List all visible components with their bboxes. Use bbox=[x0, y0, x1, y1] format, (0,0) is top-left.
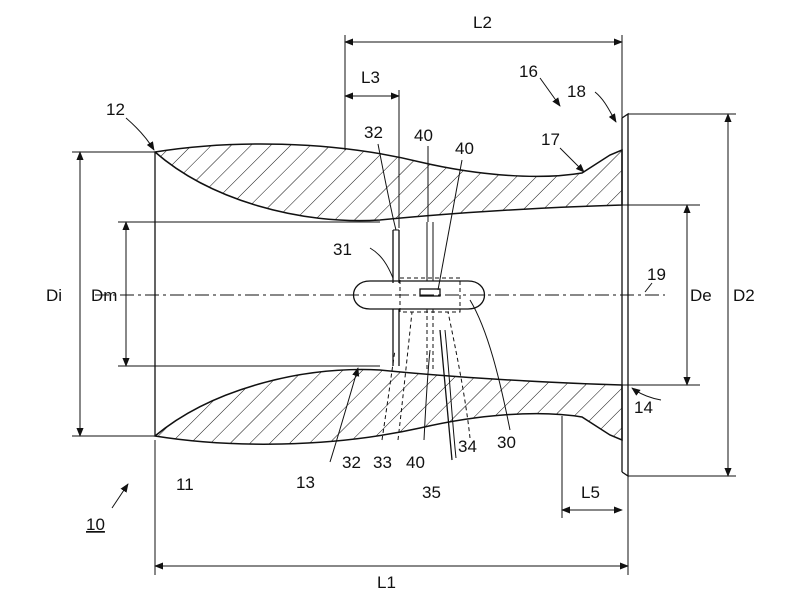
leader-19 bbox=[644, 282, 653, 293]
ref-31: 31 bbox=[333, 240, 352, 259]
label-Di: Di bbox=[46, 286, 62, 305]
leader-13 bbox=[329, 367, 360, 463]
leader-17 bbox=[559, 147, 585, 173]
ref-33: 33 bbox=[373, 453, 392, 472]
leader-14 bbox=[631, 387, 662, 401]
label-L2: L2 bbox=[473, 13, 492, 32]
leader-16 bbox=[539, 77, 561, 107]
ref-30: 30 bbox=[497, 433, 516, 452]
ref-12: 12 bbox=[106, 100, 125, 119]
leader-32-bottom bbox=[381, 349, 396, 441]
ref-19: 19 bbox=[647, 265, 666, 284]
label-D2: D2 bbox=[733, 286, 755, 305]
leader-12 bbox=[125, 117, 155, 151]
label-Dm: Dm bbox=[91, 286, 117, 305]
leader-10 bbox=[111, 483, 129, 509]
ref-13: 13 bbox=[296, 473, 315, 492]
probe-inner-dashed bbox=[399, 277, 461, 313]
label-L1: L1 bbox=[377, 573, 396, 592]
cable-35b bbox=[444, 329, 457, 459]
leader-34 bbox=[447, 311, 471, 439]
leader-33 bbox=[397, 311, 413, 441]
probe-body bbox=[353, 280, 485, 310]
cable-35 bbox=[439, 329, 453, 461]
leader-40-c bbox=[423, 349, 431, 441]
ref-11: 11 bbox=[176, 475, 194, 494]
ref-10: 10 bbox=[86, 515, 105, 534]
ref-32-top: 32 bbox=[364, 123, 383, 142]
leader-32-top bbox=[377, 143, 397, 231]
leader-18 bbox=[594, 91, 617, 123]
ref-32-bottom: 32 bbox=[342, 453, 361, 472]
ref-34: 34 bbox=[458, 437, 477, 456]
ref-17: 17 bbox=[541, 130, 560, 149]
ref-14: 14 bbox=[634, 398, 653, 417]
label-De: De bbox=[690, 286, 712, 305]
upper-wall-section bbox=[153, 143, 623, 222]
sensor-element bbox=[419, 288, 441, 297]
ref-16: 16 bbox=[519, 62, 538, 81]
leader-30 bbox=[469, 299, 511, 431]
leader-40-b bbox=[437, 159, 463, 291]
ref-40-bottom: 40 bbox=[406, 453, 425, 472]
label-L3: L3 bbox=[361, 68, 380, 87]
leader-31 bbox=[369, 247, 394, 279]
ref-40-top-a: 40 bbox=[414, 126, 433, 145]
ref-35: 35 bbox=[422, 483, 441, 502]
lower-wall-section bbox=[153, 368, 623, 445]
ref-40-top-b: 40 bbox=[455, 139, 474, 158]
label-L5: L5 bbox=[581, 483, 600, 502]
ref-18: 18 bbox=[567, 82, 586, 101]
